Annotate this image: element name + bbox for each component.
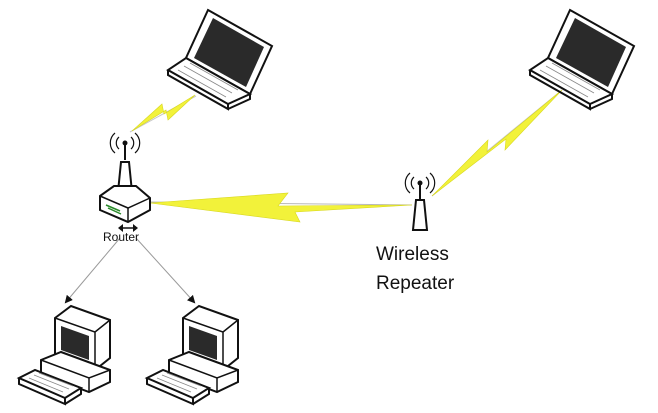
wireless-link-router-repeater [149, 192, 413, 223]
desktop-computer-icon [144, 304, 239, 406]
laptop-icon [528, 8, 636, 111]
router-icon [99, 132, 151, 232]
wireless-repeater-label: Wireless Repeater [376, 240, 454, 298]
wireless-link-router-laptop [129, 94, 197, 133]
router-label: Router [103, 230, 140, 244]
laptop-icon [166, 8, 274, 111]
desktop-computer-icon [16, 304, 111, 406]
wired-link-right [135, 237, 196, 304]
repeater-label-line1: Wireless [376, 244, 449, 265]
wireless-link-repeater-laptop [431, 89, 563, 197]
antenna-icon [404, 172, 436, 231]
repeater-label-line2: Repeater [376, 273, 455, 294]
wired-link-left [64, 237, 121, 304]
